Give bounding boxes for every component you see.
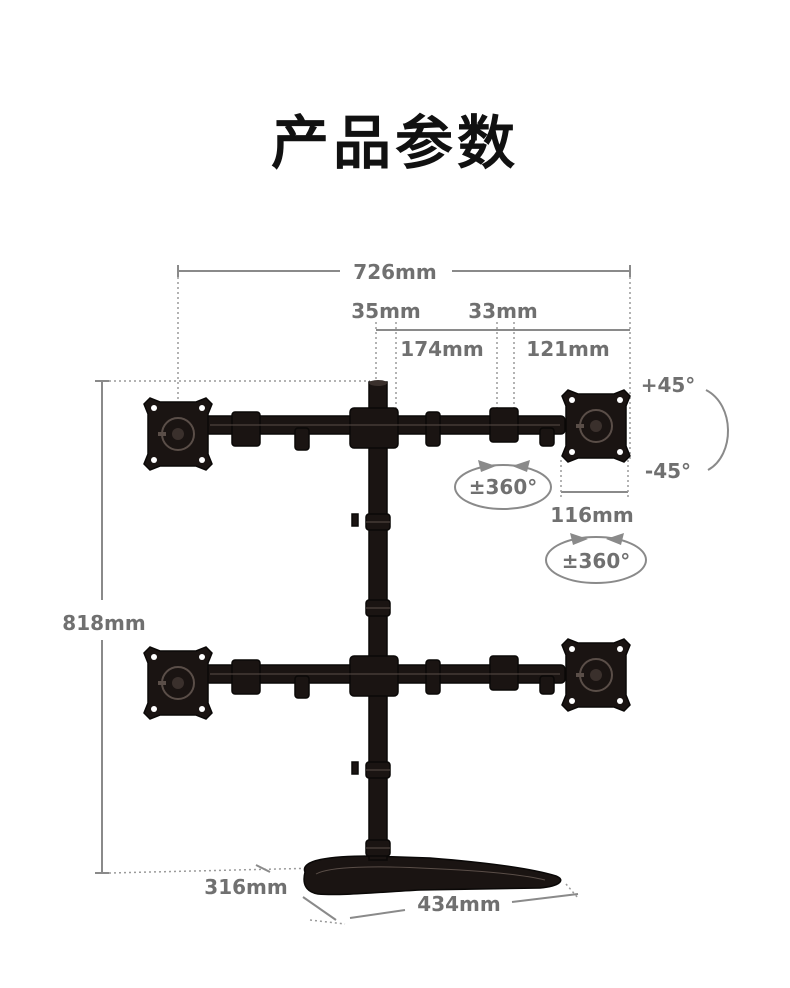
tilt-up-label: +45° <box>641 373 696 397</box>
page-title: 产品参数 <box>270 109 519 177</box>
dim-overall-width-label: 726mm <box>353 260 436 284</box>
lower-arm <box>143 638 631 720</box>
dim-base-depth-label: 316mm <box>204 875 287 899</box>
dim-joint-left-label: 35mm <box>351 299 421 323</box>
upper-arm <box>143 389 631 471</box>
rotation-lower-label: ±360° <box>562 549 631 573</box>
dim-joint-right-label: 33mm <box>468 299 538 323</box>
dim-overall-height: 818mm <box>62 380 370 874</box>
dim-segment-widths: 174mm 121mm <box>400 337 609 361</box>
rotation-upper: ±360° <box>454 460 552 510</box>
dim-segment-right-label: 121mm <box>526 337 609 361</box>
dim-head-width-label: 116mm <box>550 503 633 527</box>
dim-overall-height-label: 818mm <box>62 611 145 635</box>
dim-tilt: +45° -45° <box>641 373 729 483</box>
dim-segment-left-label: 174mm <box>400 337 483 361</box>
monitor-stand <box>143 380 631 896</box>
dim-overall-width: 726mm <box>177 260 631 460</box>
dim-head-width: 116mm <box>550 460 634 527</box>
dim-joint-widths: 35mm 33mm <box>351 299 630 408</box>
dim-base-depth: 316mm <box>204 864 346 925</box>
rotation-upper-label: ±360° <box>469 475 538 499</box>
tilt-down-label: -45° <box>645 459 691 483</box>
rotation-lower: ±360° <box>545 533 647 584</box>
dim-base-width: 434mm <box>349 883 579 919</box>
dim-base-width-label: 434mm <box>417 892 500 916</box>
